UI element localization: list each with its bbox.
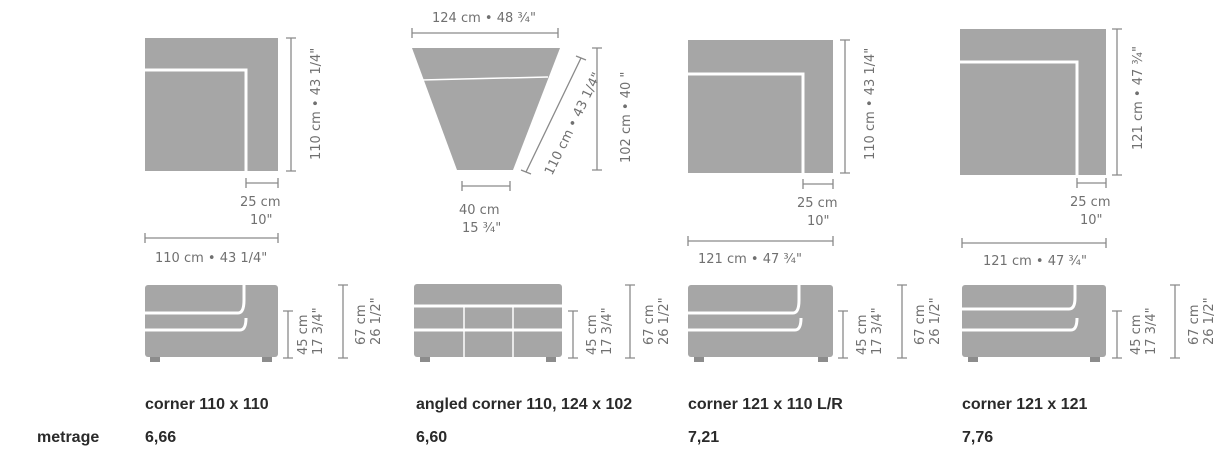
corner-121-110-width-label: 121 cm • 47 ¾" (698, 252, 802, 267)
corner-121-110-total-h-label: 67 cm (913, 305, 928, 346)
corner-110-width-label: 110 cm • 43 1/4" (155, 251, 267, 266)
angled-bottom-label: 40 cm (459, 203, 500, 218)
corner-121-121-top-view (960, 29, 1106, 175)
corner-110-total-h-in-label: 26 1/2" (369, 297, 384, 345)
corner-121-121-width-label: 121 cm • 47 ¾" (983, 254, 1087, 269)
corner-110-depth-label: 110 cm • 43 1/4" (309, 48, 324, 160)
angled-top-label: 124 cm • 48 ¾" (432, 11, 536, 26)
angled-seat-h-in-label: 17 3/4" (600, 307, 615, 355)
product-metrage: 6,66 (145, 429, 177, 446)
corner-121-121-total-h-in-label: 26 1/2" (1202, 297, 1217, 345)
corner-110-arm-label: 25 cm (240, 195, 281, 210)
product-metrage: 7,21 (688, 429, 720, 446)
product-name: corner 110 x 110 (145, 396, 269, 413)
corner-121-121-arm-label: 25 cm (1070, 195, 1111, 210)
corner-121-121-side-view (962, 285, 1106, 357)
product-metrage: 7,76 (962, 429, 994, 446)
angled-depth-label: 102 cm • 40 " (619, 72, 634, 163)
angled-total-h-in-label: 26 1/2" (657, 297, 672, 345)
corner-121-121-arm-in-label: 10" (1080, 213, 1103, 228)
product-metrage: 6,60 (416, 429, 448, 446)
corner-121-110-arm-in-label: 10" (807, 214, 830, 229)
corner-121-110-top-view (688, 40, 833, 173)
product-name: corner 121 x 121 (962, 396, 1088, 413)
angled-seat-h-label: 45 cm (585, 315, 600, 356)
angled-total-h-label: 67 cm (642, 305, 657, 346)
corner-121-110-total-h-in-label: 26 1/2" (928, 297, 943, 345)
product-name: corner 121 x 110 L/R (688, 396, 843, 413)
corner-121-121-seat-h-label: 45 cm (1129, 315, 1144, 356)
corner-121-121-seat-h-in-label: 17 3/4" (1144, 307, 1159, 355)
corner-110-total-h-label: 67 cm (354, 305, 369, 346)
angled-bottom-in-label: 15 ¾" (462, 221, 501, 236)
corner-121-121-total-h-label: 67 cm (1187, 305, 1202, 346)
angled-corner-top-view (412, 48, 560, 170)
product-name: angled corner 110, 124 x 102 (416, 396, 633, 413)
corner-121-110-seat-h-in-label: 17 3/4" (870, 307, 885, 355)
corner-110-seat-h-label: 45 cm (296, 315, 311, 356)
corner-121-110-arm-label: 25 cm (797, 196, 838, 211)
metrage-row-label: metrage (37, 429, 100, 446)
corner-121-110-depth-label: 110 cm • 43 1/4" (863, 48, 878, 160)
corner-121-110-seat-h-label: 45 cm (855, 315, 870, 356)
corner-121-110-side-view (688, 285, 833, 357)
corner-110-seat-h-in-label: 17 3/4" (311, 307, 326, 355)
corner-110-top-view (145, 38, 278, 171)
corner-121-121-depth-label: 121 cm • 47 ¾" (1131, 46, 1146, 150)
corner-110-arm-in-label: 10" (250, 213, 273, 228)
angled-corner-side-view (414, 284, 562, 357)
